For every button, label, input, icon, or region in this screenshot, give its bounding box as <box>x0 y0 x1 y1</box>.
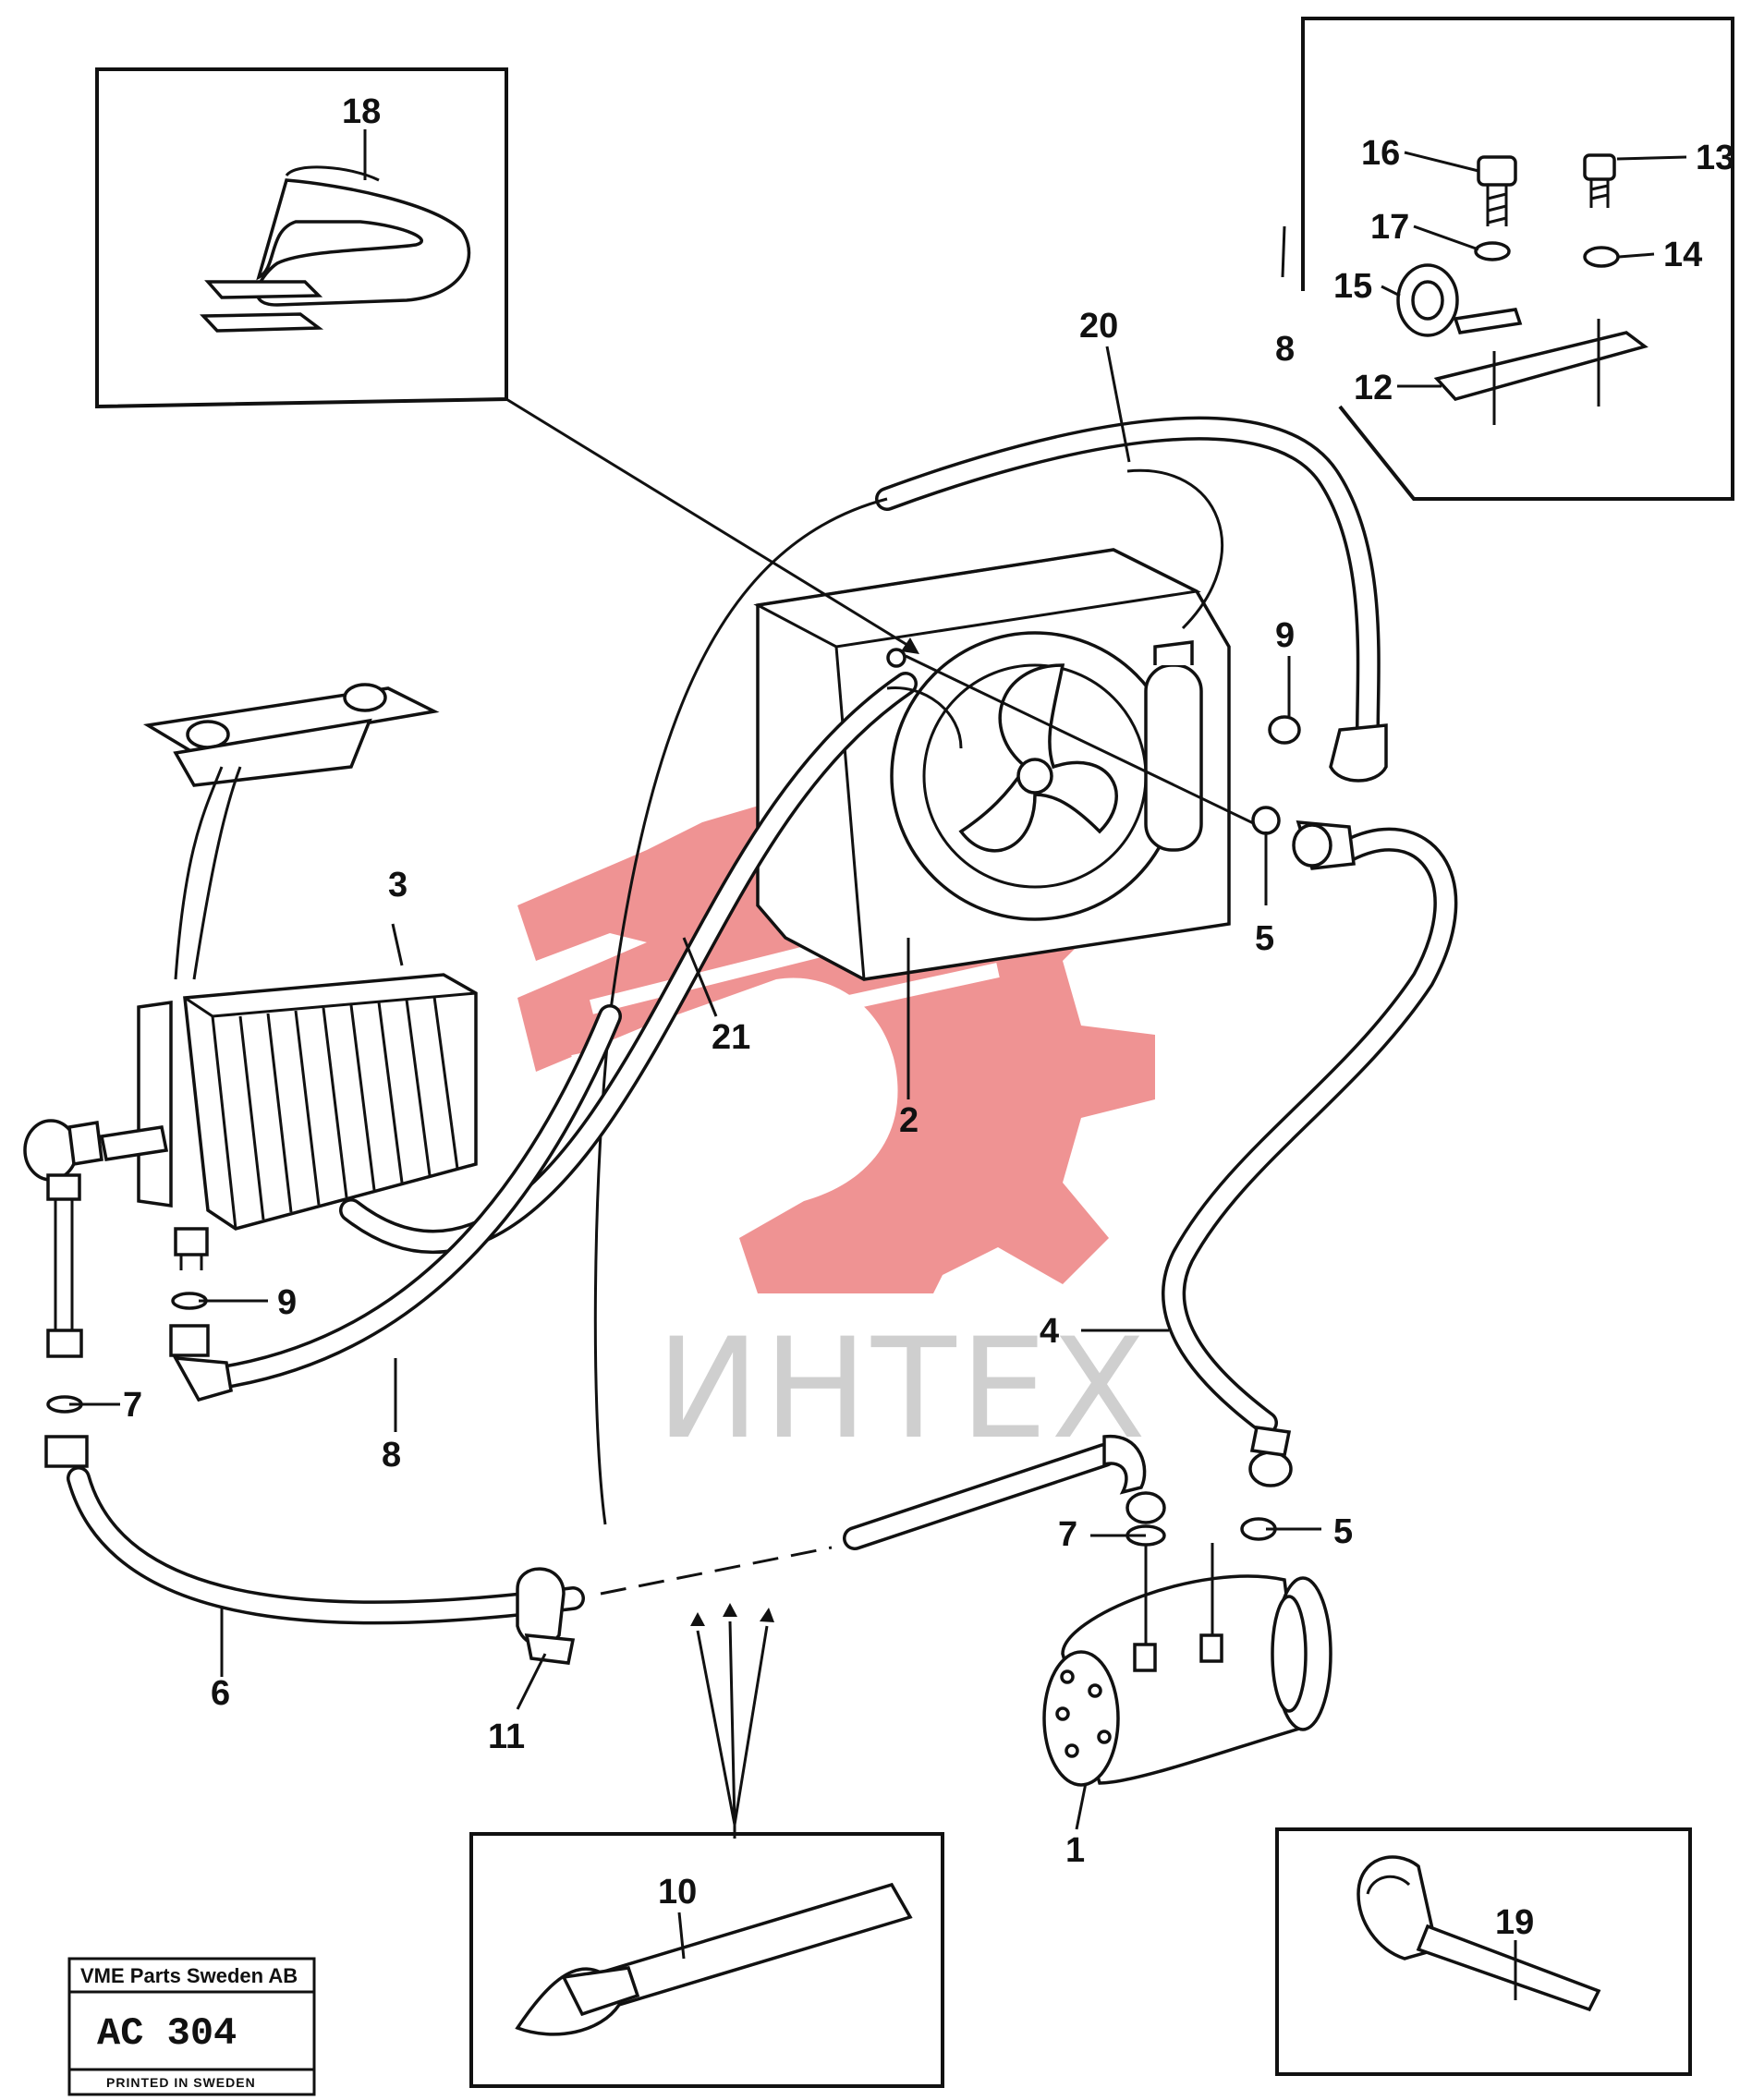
part-15-clamp-ring <box>1396 263 1523 337</box>
part-3-evaporator <box>137 973 478 1231</box>
part-9-washer-top <box>1268 715 1301 745</box>
callout-11: 11 <box>488 1718 525 1756</box>
part-17-washer <box>1474 241 1511 261</box>
part-2-condenser <box>753 548 1231 981</box>
stamp-printed: PRINTED IN SWEDEN <box>106 2075 256 2090</box>
callout-14: 14 <box>1663 236 1702 274</box>
part-14-nut <box>1583 246 1620 268</box>
hose-8-bottom <box>172 1004 622 1402</box>
hose-8-top <box>875 416 1388 783</box>
callout-12: 12 <box>1354 369 1393 407</box>
part-10-cable-strap <box>515 1882 913 2036</box>
part-12-plate <box>1433 319 1649 425</box>
vme-stamp: VME Parts Sweden AB AC 304 PRINTED IN SW… <box>67 1957 316 2096</box>
inset-frame-19 <box>1275 1827 1692 2076</box>
callout-3: 3 <box>388 866 408 904</box>
evaporator-fittings <box>44 1227 210 1468</box>
callout-5-condenser: 5 <box>1255 919 1274 958</box>
callout-labels: 1 2 3 4 5 5 6 7 7 8 8 9 9 10 11 12 13 14… <box>123 92 1734 1942</box>
part-11-hose-clamp <box>516 1567 576 1665</box>
callout-8-top: 8 <box>1275 330 1295 369</box>
callout-5-compressor: 5 <box>1333 1512 1353 1551</box>
callout-10: 10 <box>658 1873 697 1912</box>
part-16-bolt <box>1477 155 1517 226</box>
callout-18: 18 <box>342 92 381 131</box>
part-13-bolt <box>1583 153 1616 208</box>
part-1-compressor <box>1042 1543 1332 1787</box>
callout-15: 15 <box>1333 267 1372 306</box>
leader-lines <box>69 129 1687 2000</box>
inset-frame-18 <box>95 67 508 409</box>
part-18-bracket-clamp <box>200 165 471 333</box>
stamp-code: AC 304 <box>97 2011 237 2056</box>
stamp-company: VME Parts Sweden AB <box>80 1964 298 1987</box>
callout-9-left: 9 <box>277 1283 297 1322</box>
callout-4: 4 <box>1040 1312 1059 1351</box>
part-5-washer-condenser <box>1251 806 1281 835</box>
hose-6 <box>67 1434 1166 1625</box>
inset-frame-10 <box>469 1832 944 2088</box>
callout-13: 13 <box>1696 139 1734 177</box>
watermark-text: ИНТЕХ <box>656 1309 1150 1470</box>
callout-9-top: 9 <box>1275 616 1295 655</box>
callout-2: 2 <box>899 1101 919 1140</box>
part-19-cable-tie <box>1357 1855 1601 2012</box>
callout-6: 6 <box>211 1674 230 1713</box>
inset-frame-12-17 <box>1301 17 1734 501</box>
callout-19: 19 <box>1495 1903 1534 1942</box>
callout-1: 1 <box>1065 1831 1085 1870</box>
callout-20: 20 <box>1079 307 1118 346</box>
callout-17: 17 <box>1370 208 1409 247</box>
expansion-valve <box>23 1119 169 1358</box>
hose-4 <box>1162 820 1458 1487</box>
callout-16: 16 <box>1361 134 1400 173</box>
callout-7-left: 7 <box>123 1386 142 1425</box>
callout-21: 21 <box>712 1018 750 1057</box>
pipe-20-to-condenser <box>593 468 1223 1525</box>
pipe-21-thin <box>886 654 1271 833</box>
arrow-bundle <box>690 1603 774 1839</box>
pipe-21-liquid-line <box>339 672 918 1254</box>
callout-8-bottom: 8 <box>382 1436 401 1475</box>
control-panel <box>142 683 440 980</box>
callout-7-compressor: 7 <box>1058 1515 1077 1554</box>
